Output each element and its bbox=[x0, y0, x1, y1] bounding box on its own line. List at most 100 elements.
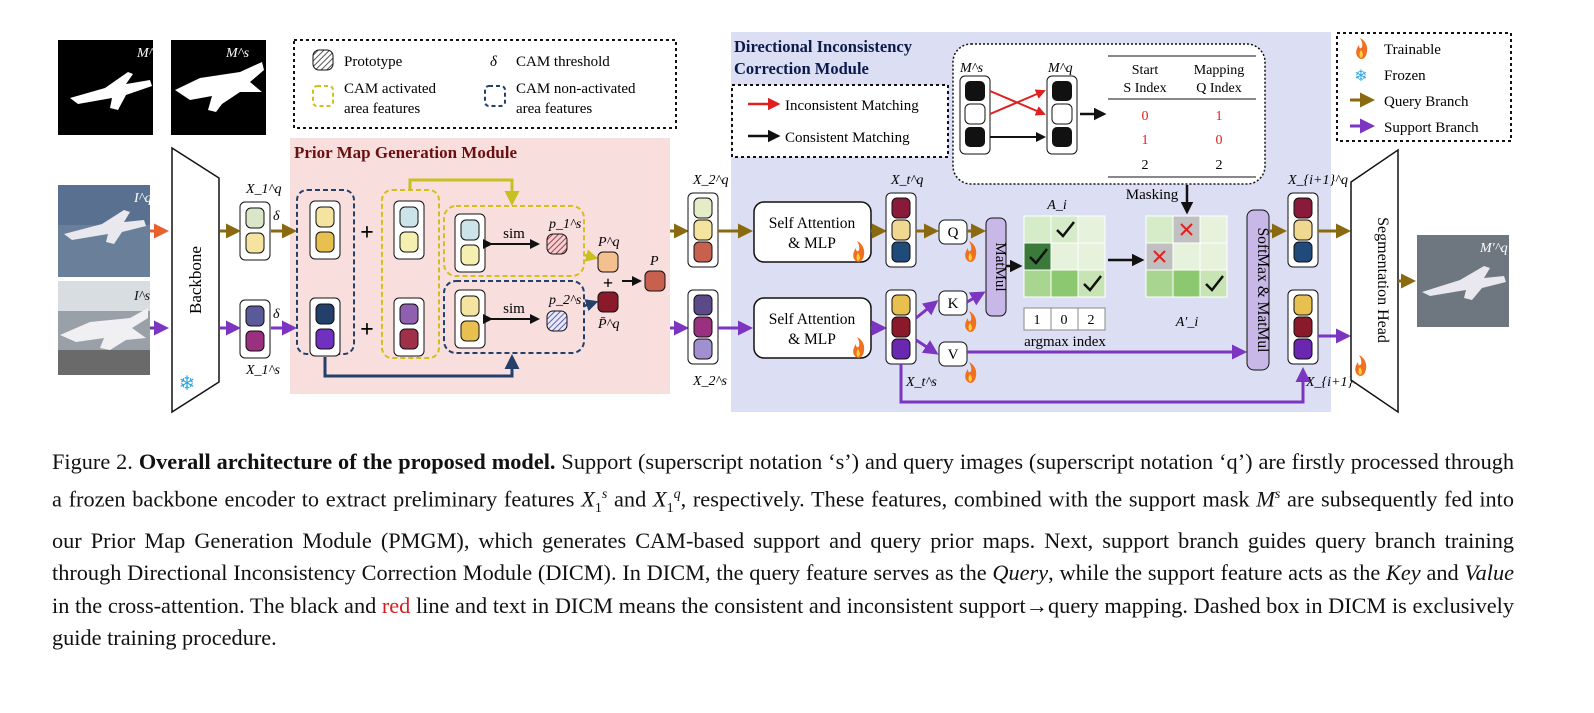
sa-top-1: Self Attention bbox=[769, 215, 856, 232]
v-label: V bbox=[948, 347, 959, 363]
legend-prototype: Prototype bbox=[344, 54, 403, 70]
x2q-block bbox=[687, 192, 719, 268]
tr1-q: 0 bbox=[1216, 133, 1223, 148]
tr2-q: 2 bbox=[1216, 158, 1223, 173]
legend-pmgm: Prototype δ CAM threshold CAM activated … bbox=[293, 39, 677, 129]
pq-label: P^q bbox=[597, 235, 619, 250]
architecture-diagram: M^q M^s I^q I^s Backbone ❄ X_1^q X_1^s bbox=[58, 32, 1512, 414]
output-label: M′^q bbox=[1479, 241, 1508, 256]
legend-right: Trainable ❄ Frozen Query Branch Support … bbox=[1336, 32, 1512, 142]
x2q-label: X_2^q bbox=[692, 173, 728, 188]
x2s-block bbox=[687, 289, 719, 365]
delta-q: δ bbox=[273, 209, 280, 224]
svg-text:+: + bbox=[360, 220, 374, 246]
iq-label: I^q bbox=[133, 191, 152, 206]
legend-consistent: Consistent Matching bbox=[785, 130, 910, 146]
argmax-2: 2 bbox=[1088, 313, 1095, 328]
legend-cam-threshold: CAM threshold bbox=[516, 54, 610, 70]
seg-head-label: Segmentation Head bbox=[1374, 217, 1391, 343]
ms-label: M^s bbox=[225, 46, 250, 61]
legend-support-branch: Support Branch bbox=[1384, 120, 1479, 136]
backbone-label: Backbone bbox=[186, 246, 205, 314]
sim-label-top: sim bbox=[503, 226, 525, 242]
x2s-label: X_2^s bbox=[692, 374, 727, 389]
dicm-title-2: Correction Module bbox=[734, 59, 869, 78]
support-mask: M^s bbox=[171, 40, 266, 135]
caption-key: Key bbox=[1386, 560, 1421, 586]
legend-snowflake-icon: ❄ bbox=[1354, 68, 1367, 85]
masking-label: Masking bbox=[1126, 187, 1179, 203]
sa-bottom-2: & MLP bbox=[788, 331, 836, 348]
legend-inconsistent: Inconsistent Matching bbox=[785, 98, 919, 114]
pbar-label: P̄^q bbox=[597, 317, 619, 332]
caption-value: Value bbox=[1464, 560, 1515, 586]
segmentation-head: Segmentation Head bbox=[1350, 148, 1399, 414]
caption-t7: in the cross-attention. The black and bbox=[52, 592, 382, 618]
snowflake-icon: ❄ bbox=[179, 373, 196, 395]
query-image: I^q bbox=[58, 185, 152, 277]
caption-title: Overall architecture of the proposed mod… bbox=[138, 449, 556, 474]
th-start-1: Start bbox=[1132, 63, 1159, 78]
caption-t1: Support (superscript notation ‘s’) and q… bbox=[52, 449, 1515, 511]
th-map-2: Q Index bbox=[1196, 81, 1242, 96]
delta-s: δ bbox=[273, 307, 280, 322]
svg-text:+: + bbox=[360, 317, 374, 343]
ai-grid bbox=[1023, 215, 1106, 298]
legend-frozen: Frozen bbox=[1384, 68, 1426, 84]
pmgm-title: Prior Map Generation Module bbox=[294, 143, 517, 162]
x1s-label: X_1^s bbox=[245, 363, 280, 378]
caption-t5: , while the support feature acts as the bbox=[1048, 560, 1387, 586]
x1q-block bbox=[239, 201, 271, 261]
svg-text:+: + bbox=[603, 273, 613, 293]
xts-label: X_t^s bbox=[905, 375, 937, 390]
sim-label-bottom: sim bbox=[503, 301, 525, 317]
caption-t8: line and text in DICM means the consiste… bbox=[52, 592, 1514, 651]
legend-delta: δ bbox=[490, 54, 498, 70]
mq-label: M^q bbox=[136, 46, 162, 61]
caption-t3: , respectively. These features, combined… bbox=[680, 485, 1257, 511]
legend-cam-activated-1: CAM activated bbox=[344, 81, 437, 97]
p-label: P bbox=[649, 254, 659, 269]
xtq-label: X_t^q bbox=[890, 173, 923, 188]
support-image: I^s bbox=[58, 281, 151, 375]
caption-red: red bbox=[381, 592, 411, 618]
prototype-swatch bbox=[312, 49, 334, 71]
caption-t2: and bbox=[607, 485, 653, 511]
caption-query: Query bbox=[992, 560, 1049, 586]
q-label: Q bbox=[948, 225, 959, 241]
sa-bottom-1: Self Attention bbox=[769, 311, 856, 328]
tr1-s: 1 bbox=[1142, 133, 1149, 148]
k-label: K bbox=[948, 296, 959, 312]
match-mq-label: M^q bbox=[1047, 61, 1073, 76]
output-image: M′^q bbox=[1417, 235, 1509, 327]
x1q-label: X_1^q bbox=[245, 182, 281, 197]
caption-t4: are subsequently fed into our Prior Map … bbox=[52, 485, 1515, 586]
xtq-block bbox=[885, 192, 917, 268]
x1s-block bbox=[239, 299, 271, 359]
match-ms-label: M^s bbox=[959, 61, 984, 76]
caption-fig: Figure 2. bbox=[52, 449, 133, 474]
ai-label: A_i bbox=[1046, 198, 1067, 213]
is-label: I^s bbox=[133, 289, 151, 304]
tr0-s: 0 bbox=[1142, 109, 1149, 124]
softmax-label: SoftMax & MatMul bbox=[1254, 228, 1271, 353]
xi1q-label: X_{i+1}^q bbox=[1287, 173, 1348, 188]
p2s-label: p_2^s bbox=[548, 293, 582, 308]
argmax-1: 0 bbox=[1061, 313, 1068, 328]
query-mask: M^q bbox=[58, 40, 162, 135]
legend-query-branch: Query Branch bbox=[1384, 94, 1469, 110]
caption-t6: and bbox=[1420, 560, 1465, 586]
argmax-row: 1 0 2 bbox=[1023, 307, 1106, 331]
xts-block bbox=[885, 289, 917, 365]
th-map-1: Mapping bbox=[1194, 63, 1245, 78]
xi1q-block bbox=[1287, 192, 1319, 268]
matmul-label: MatMul bbox=[992, 242, 1008, 291]
dicm-title-1: Directional Inconsistency bbox=[734, 37, 913, 56]
legend-cam-nonactivated-2: area features bbox=[516, 101, 592, 117]
argmax-label: argmax index bbox=[1024, 334, 1106, 350]
backbone: Backbone ❄ bbox=[171, 146, 220, 414]
ai-prime-grid bbox=[1145, 215, 1228, 298]
legend-cam-nonactivated-1: CAM non-activated bbox=[516, 81, 636, 97]
th-start-2: S Index bbox=[1123, 81, 1166, 96]
xi1s-block bbox=[1287, 289, 1319, 365]
